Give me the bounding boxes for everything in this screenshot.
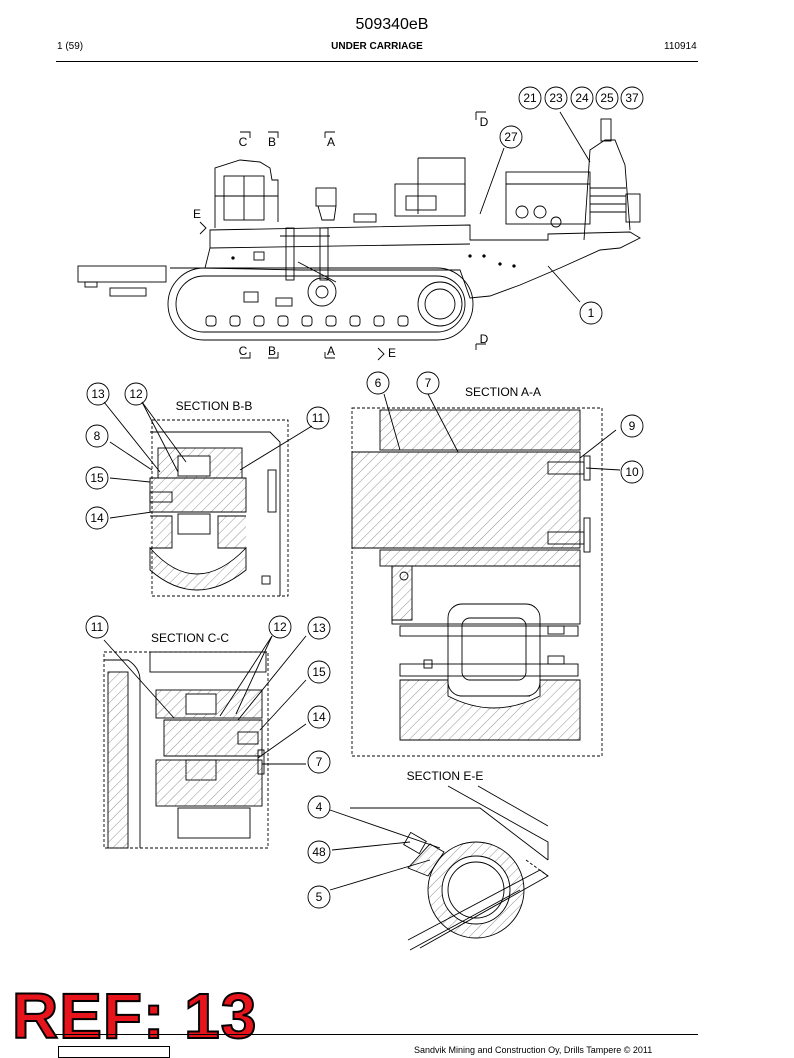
- view-marker-e-side: E: [193, 207, 201, 221]
- view-marker-b-bottom: B: [268, 344, 276, 358]
- callout-bb-11: 11: [312, 411, 325, 425]
- callout-21: 21: [523, 91, 537, 105]
- callout-cc-13: 13: [312, 621, 326, 635]
- callout-bb-8: 8: [94, 429, 101, 443]
- callout-23: 23: [549, 91, 563, 105]
- view-marker-a-top: A: [327, 135, 335, 149]
- callout-1: 1: [588, 306, 595, 320]
- callout-aa-7: 7: [425, 376, 432, 390]
- view-marker-b-top: B: [268, 135, 276, 149]
- page-title: UNDER CARRIAGE: [331, 41, 423, 52]
- callout-cc-15: 15: [312, 665, 326, 679]
- section-bb-drawing: [103, 401, 313, 597]
- section-ee-drawing: [329, 785, 549, 951]
- view-marker-e-bottom: E: [388, 346, 396, 360]
- section-ee-title: SECTION E-E: [407, 769, 484, 783]
- machine-side-view: [77, 111, 641, 341]
- callout-cc-7: 7: [316, 755, 323, 769]
- company-logo: [58, 1046, 170, 1058]
- callout-cc-14: 14: [312, 710, 326, 724]
- callout-24: 24: [575, 91, 589, 105]
- callout-ee-48: 48: [312, 845, 326, 859]
- callout-37: 37: [625, 91, 639, 105]
- page-number: 1 (59): [57, 41, 84, 52]
- callout-aa-10: 10: [625, 465, 639, 479]
- callout-bb-13: 13: [91, 387, 105, 401]
- section-cut-arrows: [199, 111, 486, 361]
- view-marker-c-bottom: C: [239, 344, 248, 358]
- section-cc-drawing: [103, 635, 307, 849]
- section-bb-title: SECTION B-B: [176, 399, 253, 413]
- callout-bb-12: 12: [129, 387, 143, 401]
- header-rule: [56, 61, 698, 62]
- callout-cc-11: 11: [91, 620, 104, 634]
- footer-copyright: Sandvik Mining and Construction Oy, Dril…: [414, 1045, 653, 1055]
- callout-bb-15: 15: [90, 471, 104, 485]
- callout-aa-9: 9: [629, 419, 636, 433]
- view-marker-c-top: C: [239, 135, 248, 149]
- callout-circles: [85, 86, 644, 909]
- callout-ee-4: 4: [316, 800, 323, 814]
- callout-25: 25: [600, 91, 614, 105]
- view-marker-d-top: D: [480, 115, 489, 129]
- date-code: 110914: [664, 41, 697, 52]
- section-aa-drawing: [351, 393, 621, 757]
- callout-ee-5: 5: [316, 890, 323, 904]
- view-marker-a-bottom: A: [327, 344, 335, 358]
- document-id: 509340eB: [355, 16, 429, 33]
- callout-aa-6: 6: [375, 376, 382, 390]
- section-cc-title: SECTION C-C: [151, 631, 229, 645]
- callout-cc-12: 12: [273, 620, 287, 634]
- callout-27: 27: [504, 130, 518, 144]
- view-marker-d-bottom: D: [480, 332, 489, 346]
- callout-bb-14: 14: [90, 511, 104, 525]
- footer-rule: [56, 1034, 698, 1035]
- ref-stamp: REF: 13: [11, 980, 258, 1052]
- section-aa-title: SECTION A-A: [465, 385, 541, 399]
